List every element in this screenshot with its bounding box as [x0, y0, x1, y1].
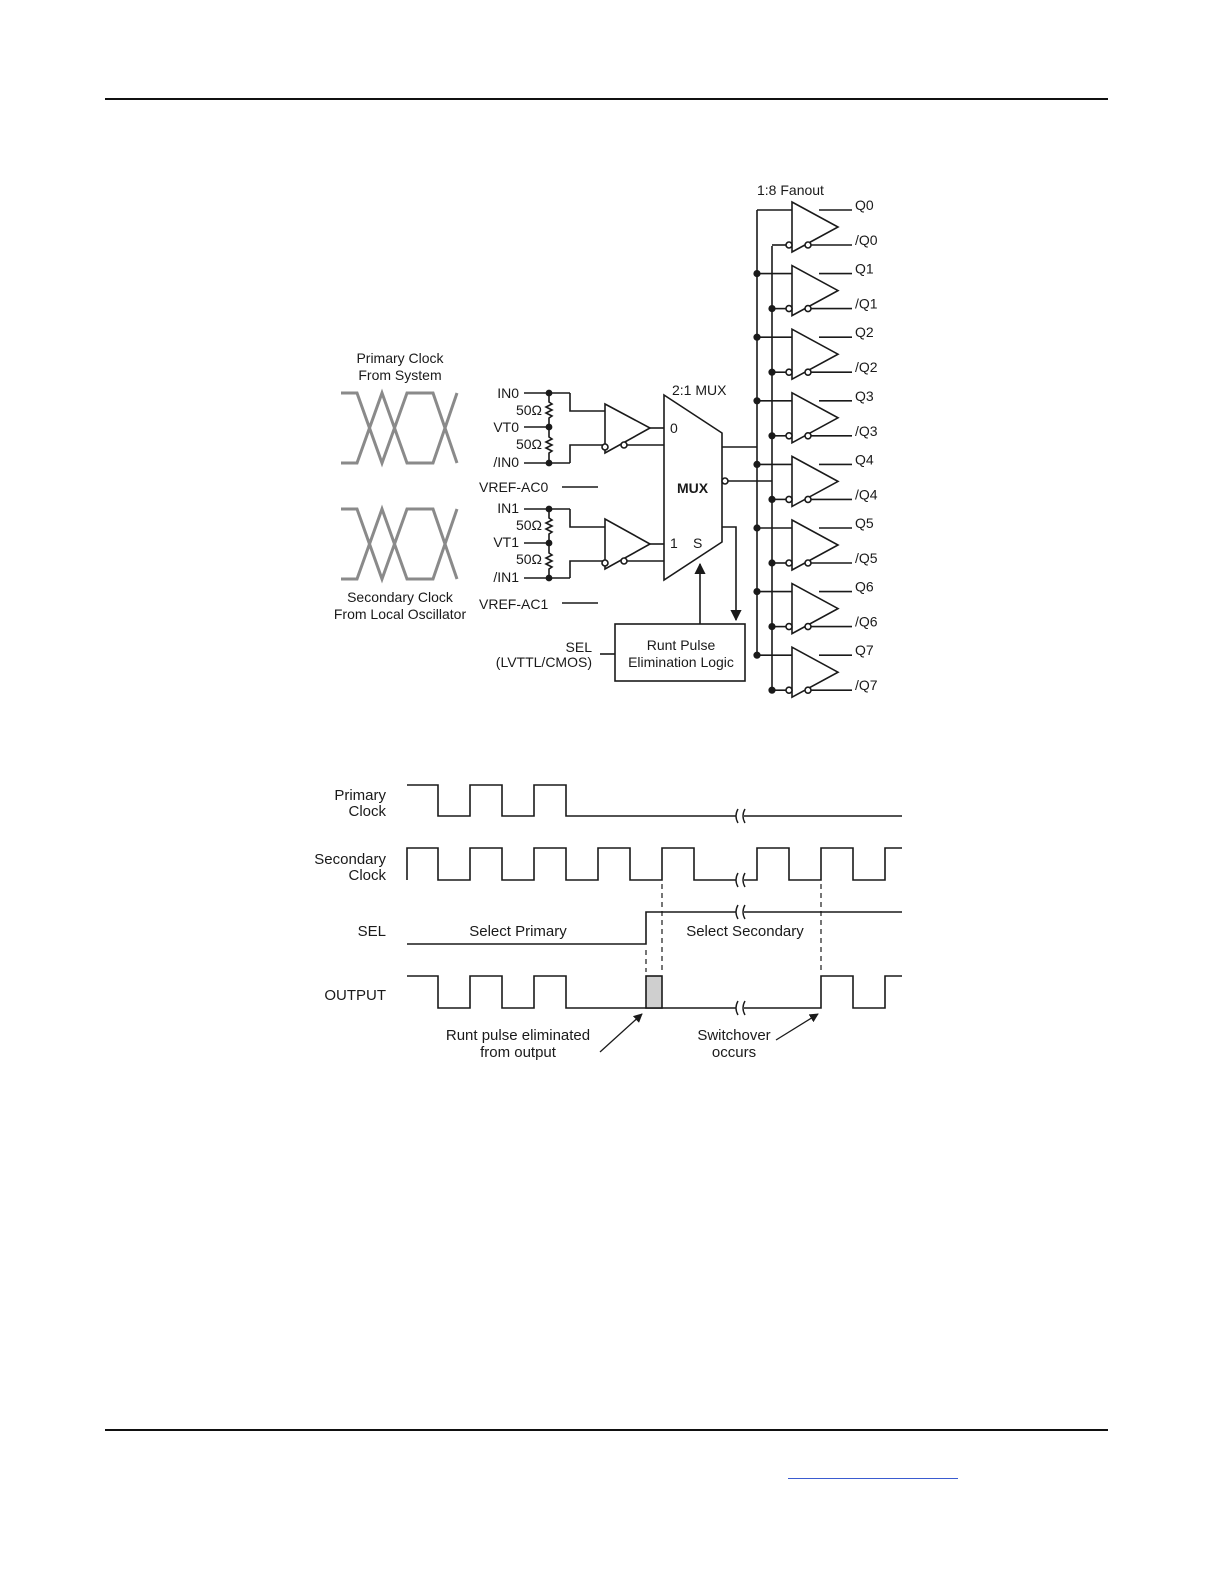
- fanout-buffer-3: [753, 391, 852, 445]
- footer-rule: [105, 1429, 1108, 1431]
- primary-clock-waveform: [341, 388, 459, 468]
- mux-input1: 1: [670, 535, 678, 551]
- timing-secondary-line1: Secondary: [314, 851, 386, 868]
- footer-link[interactable]: [788, 1478, 958, 1479]
- pin-in0: IN0: [497, 385, 519, 401]
- secondary-clock-line1: Secondary Clock: [347, 589, 454, 605]
- output-q-label: Q2: [855, 324, 874, 340]
- fanout-label: 1:8 Fanout: [757, 182, 824, 198]
- switchover-note-line2: occurs: [712, 1044, 756, 1061]
- primary-clock-line1: Primary Clock: [356, 350, 444, 366]
- header-rule: [105, 98, 1108, 100]
- output-qn-label: /Q1: [855, 296, 878, 312]
- primary-clock-line2: From System: [358, 367, 441, 383]
- output-qn-label: /Q6: [855, 614, 878, 630]
- output-q-label: Q1: [855, 261, 874, 277]
- runt-note-line1: Runt pulse eliminated: [446, 1027, 590, 1044]
- timing-primary-line2: Clock: [348, 803, 386, 820]
- pin-vref-ac0: VREF-AC0: [479, 479, 548, 495]
- output-q-label: Q7: [855, 642, 874, 658]
- timing-labels: Primary Clock Secondary Clock SEL OUTPUT…: [314, 787, 804, 1061]
- sel-label: SEL: [566, 639, 593, 655]
- pin-in1-n: /IN1: [493, 569, 519, 585]
- sel-trace: [407, 911, 902, 945]
- output-q-label: Q5: [855, 515, 874, 531]
- fanout-buffer-2: [753, 327, 852, 381]
- fanout-buffer-1: [753, 264, 852, 317]
- mux-input0: 0: [670, 420, 678, 436]
- pin-in1: IN1: [497, 500, 519, 516]
- resistor-label: 50Ω: [516, 517, 542, 533]
- runt-logic-box: [614, 623, 746, 682]
- mux-label: 2:1 MUX: [672, 382, 727, 398]
- output-trace: [407, 975, 902, 1009]
- dashed-guides: [645, 884, 822, 972]
- output-qn-label: /Q4: [855, 486, 878, 502]
- runt-box-line2: Elimination Logic: [628, 654, 734, 670]
- pin-vt1: VT1: [493, 534, 519, 550]
- output-qn-label: /Q2: [855, 359, 878, 375]
- input0-network: [524, 389, 664, 488]
- timing-secondary-line2: Clock: [348, 867, 386, 884]
- resistor-label: 50Ω: [516, 551, 542, 567]
- runt-note-line2: from output: [480, 1044, 557, 1061]
- output-qn-label: /Q5: [855, 550, 878, 566]
- primary-clock-trace: [407, 784, 902, 817]
- secondary-clock-waveform: [341, 504, 459, 584]
- input0-buffer: [604, 402, 652, 455]
- resistor-label: 50Ω: [516, 402, 542, 418]
- output-q-label: Q0: [855, 197, 874, 213]
- fanout-buffer-6: [753, 582, 852, 635]
- time-break-marks: [735, 808, 746, 1016]
- fanout-buffers: [753, 200, 852, 699]
- select-primary-label: Select Primary: [469, 923, 567, 940]
- input1-network: [524, 505, 664, 604]
- input1-buffer: [604, 517, 652, 571]
- block-diagram: [341, 200, 852, 699]
- output-qn-label: /Q7: [855, 677, 878, 693]
- secondary-clock-line2: From Local Oscillator: [334, 606, 467, 622]
- pin-vt0: VT0: [493, 419, 519, 435]
- fanout-buffer-5: [753, 518, 852, 572]
- select-secondary-label: Select Secondary: [686, 923, 804, 940]
- runt-pulse: [645, 975, 663, 1009]
- output-q-label: Q6: [855, 579, 874, 595]
- mux-text: MUX: [677, 480, 709, 496]
- fanout-buffer-0: [757, 200, 852, 254]
- timing-primary-line1: Primary: [334, 787, 386, 804]
- pin-in0-n: /IN0: [493, 454, 519, 470]
- sel-type-label: (LVTTL/CMOS): [496, 654, 592, 670]
- secondary-clock-trace: [406, 847, 902, 881]
- resistor-label: 50Ω: [516, 436, 542, 452]
- runt-box-line1: Runt Pulse: [647, 637, 716, 653]
- output-q-label: Q4: [855, 451, 874, 467]
- output-qn-label: /Q3: [855, 423, 878, 439]
- timing-output-label: OUTPUT: [324, 987, 386, 1004]
- output-q-label: Q3: [855, 388, 874, 404]
- block-diagram-labels: 1:8 Fanout 2:1 MUX MUX 0 1 S Primary Clo…: [334, 182, 824, 670]
- switchover-note-line1: Switchover: [697, 1027, 770, 1044]
- timing-diagram: [406, 784, 902, 1053]
- mux-block: [663, 393, 723, 582]
- mux-select: S: [693, 535, 702, 551]
- output-qn-label: /Q0: [855, 232, 878, 248]
- timing-sel-label: SEL: [358, 923, 386, 940]
- fanout-buffer-7: [753, 645, 852, 699]
- pin-vref-ac1: VREF-AC1: [479, 596, 548, 612]
- fanout-buffer-4: [753, 455, 852, 508]
